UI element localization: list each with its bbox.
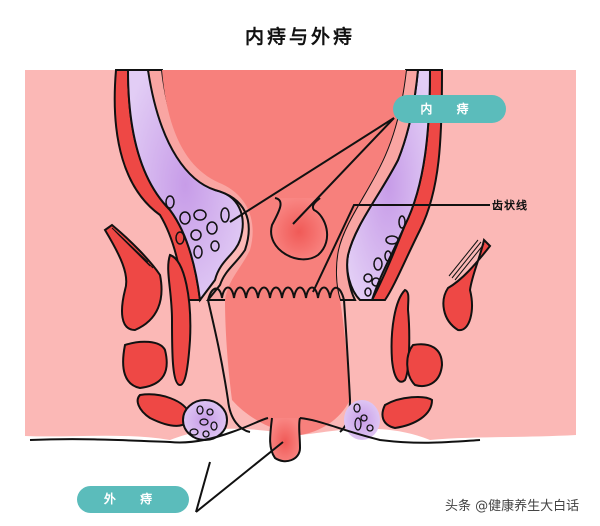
left-anal-canal-wall xyxy=(207,299,251,433)
left-external-plexus xyxy=(182,399,228,441)
right-muscle-fibers xyxy=(448,239,485,281)
left-internal-plexus-vessels xyxy=(165,195,230,259)
left-muscle-fibers xyxy=(111,227,154,269)
internal-hemorrhoid xyxy=(270,197,329,261)
perianal-skin-line xyxy=(29,417,481,444)
left-sphincter-muscles xyxy=(103,223,192,427)
right-sphincter-muscles xyxy=(381,238,492,430)
external-hemorrhoid-label: 外 痔 xyxy=(77,486,189,513)
external-hemorrhoid xyxy=(269,417,302,463)
right-internal-plexus-vessels xyxy=(363,215,406,297)
dentate-line-label: 齿状线 xyxy=(492,199,528,212)
diagram-title: 内痔与外痔 xyxy=(244,26,355,48)
leader-lines xyxy=(195,117,490,513)
left-external-plexus-vessels xyxy=(189,405,218,438)
dentate-line-waves xyxy=(207,286,345,301)
internal-hemorrhoid-label: 内 痔 xyxy=(393,95,506,123)
watermark: 头条 @健康养生大白话 xyxy=(445,499,580,514)
right-external-plexus-vessels xyxy=(353,403,374,432)
